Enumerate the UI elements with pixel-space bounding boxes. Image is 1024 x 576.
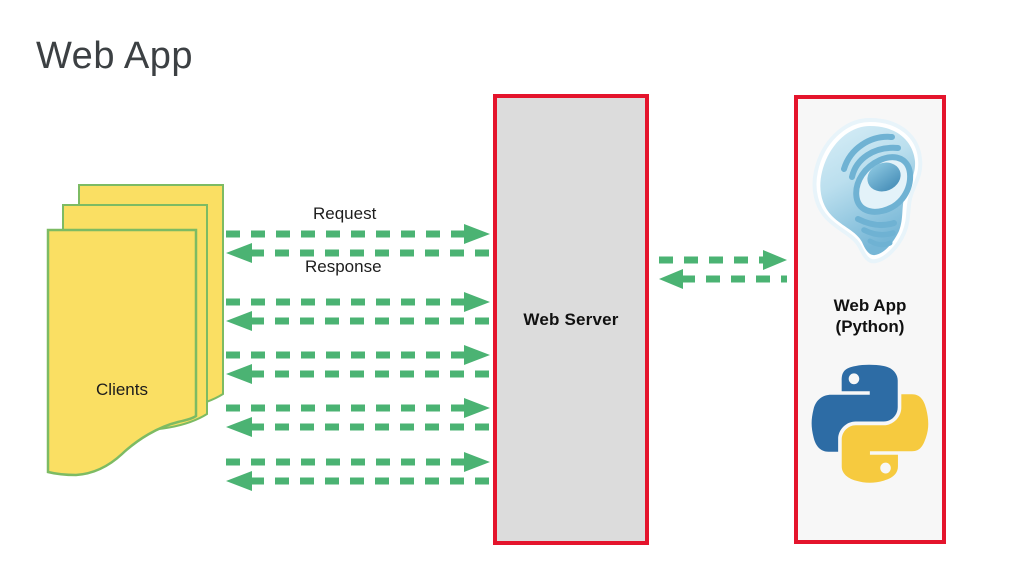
client-sheet-front: Clients bbox=[46, 228, 198, 478]
web-app-node: Web App (Python) bbox=[794, 95, 946, 544]
web-app-label-line1: Web App bbox=[833, 296, 907, 315]
flow-arrow-pair-4 bbox=[222, 396, 494, 438]
python-logo-icon bbox=[804, 357, 936, 489]
pyramid-logo-icon bbox=[806, 115, 934, 265]
page-title: Web App bbox=[36, 35, 194, 77]
clients-node: Clients bbox=[46, 184, 226, 484]
request-label: Request bbox=[313, 204, 377, 223]
web-server-label: Web Server bbox=[523, 310, 619, 329]
web-app-label: Web App (Python) bbox=[798, 295, 942, 338]
server-app-arrow-pair bbox=[655, 248, 791, 290]
flow-arrow-pair-3 bbox=[222, 343, 494, 385]
response-label: Response bbox=[305, 257, 382, 276]
web-server-node: Web Server bbox=[493, 94, 649, 545]
flow-arrow-pair-5 bbox=[222, 450, 494, 492]
clients-label: Clients bbox=[96, 380, 148, 399]
flow-arrow-pair-1 bbox=[222, 222, 494, 264]
flow-arrow-pair-2 bbox=[222, 290, 494, 332]
web-app-label-line2: (Python) bbox=[835, 317, 905, 337]
